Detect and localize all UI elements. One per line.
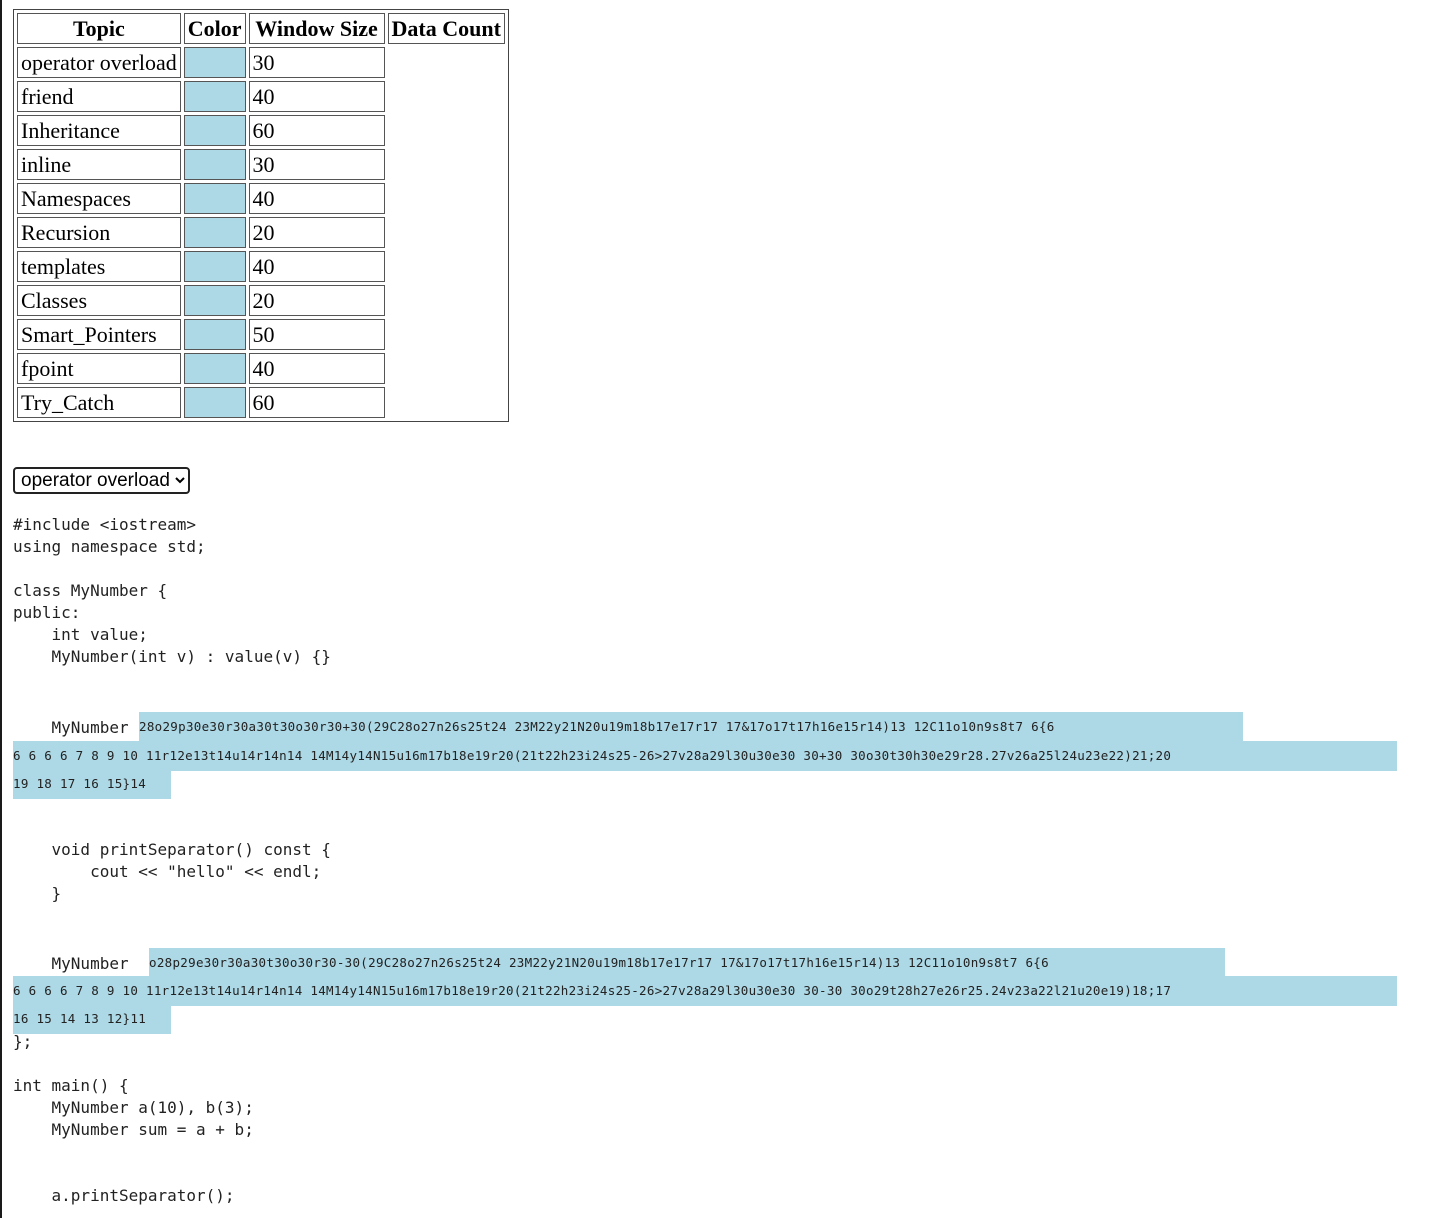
window-left-border — [0, 0, 2, 1218]
color-swatch-cell — [183, 319, 246, 350]
topic-select[interactable]: operator overload — [13, 467, 190, 494]
topic-table: Topic Color Window Size Data Count opera… — [13, 9, 509, 422]
table-row: Namespaces 40 — [17, 183, 505, 214]
table-row: Recursion 20 — [17, 217, 505, 248]
data-count-cell — [388, 251, 505, 282]
code-block-bottom: }; int main() { MyNumber a(10), b(3); My… — [13, 1032, 254, 1205]
table-row: friend 40 — [17, 81, 505, 112]
window-size-cell: 30 — [248, 149, 385, 180]
highlighted-block-2: MyNumber o28p29e30r30a30t30o30r30-30(29C… — [13, 948, 1397, 1043]
data-count-cell — [388, 183, 505, 214]
color-swatch-cell — [183, 149, 246, 180]
hl1-line-3: 19 18 17 16 15}14 — [13, 769, 171, 799]
window-size-cell: 40 — [248, 183, 385, 214]
hl2-line-1: o28p29e30r30a30t30o30r30-30(29C28o27n26s… — [149, 948, 1225, 978]
code-block-middle: void printSeparator() const { cout << "h… — [51, 840, 331, 903]
color-swatch-cell — [183, 251, 246, 282]
window-size-cell: 20 — [248, 217, 385, 248]
table-row: Smart_Pointers 50 — [17, 319, 505, 350]
color-swatch-cell — [183, 387, 246, 418]
data-count-cell — [388, 217, 505, 248]
topic-cell: Smart_Pointers — [17, 319, 181, 350]
hl2-prefix: MyNumber — [13, 954, 139, 973]
data-count-cell — [388, 285, 505, 316]
color-swatch-cell — [183, 47, 246, 78]
table-row: operator overload 30 — [17, 47, 505, 78]
topic-cell: Namespaces — [17, 183, 181, 214]
topic-cell: fpoint — [17, 353, 181, 384]
window-size-cell: 40 — [248, 81, 385, 112]
header-color: Color — [183, 13, 246, 44]
table-row: Classes 20 — [17, 285, 505, 316]
hl1-line-1: 28o29p30e30r30a30t30o30r30+30(29C28o27n2… — [139, 712, 1243, 742]
table-row: inline 30 — [17, 149, 505, 180]
header-data-count: Data Count — [387, 13, 505, 44]
highlighted-block-1: MyNumber 28o29p30e30r30a30t30o30r30+30(2… — [13, 712, 1397, 807]
topic-cell: inline — [17, 149, 181, 180]
table-row: templates 40 — [17, 251, 505, 282]
data-count-cell — [388, 149, 505, 180]
window-size-cell: 20 — [248, 285, 385, 316]
color-swatch-cell — [183, 115, 246, 146]
color-swatch-cell — [183, 81, 246, 112]
table-header-row: Topic Color Window Size Data Count — [17, 13, 505, 44]
table-row: Try_Catch 60 — [17, 387, 505, 418]
header-topic: Topic — [17, 13, 181, 44]
data-count-cell — [388, 47, 505, 78]
window-size-cell: 40 — [248, 353, 385, 384]
topic-cell: Inheritance — [17, 115, 181, 146]
topic-select-wrapper: operator overload — [13, 467, 190, 494]
table-row: fpoint 40 — [17, 353, 505, 384]
topic-cell: operator overload — [17, 47, 181, 78]
data-count-cell — [388, 81, 505, 112]
window-size-cell: 60 — [248, 115, 385, 146]
code-block-top: #include <iostream> using namespace std;… — [13, 515, 331, 666]
data-count-cell — [388, 387, 505, 418]
hl1-prefix: MyNumber — [13, 718, 139, 737]
hl1-line-2: 6 6 6 6 7 8 9 10 11r12e13t14u14r14n14 14… — [13, 741, 1397, 771]
header-window-size: Window Size — [248, 13, 385, 44]
topic-cell: Recursion — [17, 217, 181, 248]
data-count-cell — [388, 353, 505, 384]
window-size-cell: 60 — [248, 387, 385, 418]
color-swatch-cell — [183, 217, 246, 248]
window-size-cell: 40 — [248, 251, 385, 282]
window-size-cell: 50 — [248, 319, 385, 350]
topic-cell: friend — [17, 81, 181, 112]
hl2-line-3: 16 15 14 13 12}11 — [13, 1004, 171, 1034]
topic-cell: Try_Catch — [17, 387, 181, 418]
color-swatch-cell — [183, 183, 246, 214]
color-swatch-cell — [183, 353, 246, 384]
window-size-cell: 30 — [248, 47, 385, 78]
hl2-line-2: 6 6 6 6 7 8 9 10 11r12e13t14u14r14n14 14… — [13, 976, 1397, 1006]
topic-cell: templates — [17, 251, 181, 282]
data-count-cell — [388, 319, 505, 350]
topic-cell: Classes — [17, 285, 181, 316]
table-row: Inheritance 60 — [17, 115, 505, 146]
color-swatch-cell — [183, 285, 246, 316]
data-count-cell — [388, 115, 505, 146]
